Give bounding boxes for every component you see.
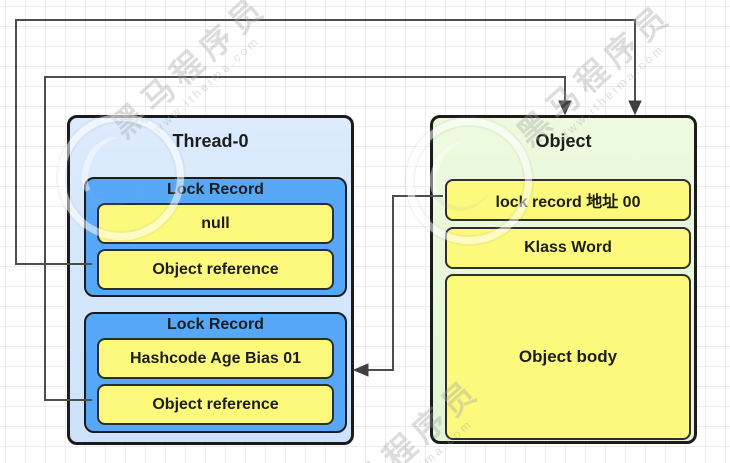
lock-record-2-object-reference-cell: Object reference bbox=[97, 384, 334, 425]
arrowhead-objref2-icon bbox=[558, 100, 572, 116]
lock-record-2-title: Lock Record bbox=[167, 316, 264, 333]
thread-0-box: Thread-0 Lock Record null Object referen… bbox=[67, 115, 354, 445]
lock-record-2-box: Lock Record Hashcode Age Bias 01 Object … bbox=[84, 312, 347, 433]
arrowhead-markword-icon bbox=[352, 363, 369, 377]
object-title: Object bbox=[535, 131, 592, 151]
thread-title: Thread-0 bbox=[172, 131, 249, 151]
lock-record-1-object-reference-cell: Object reference bbox=[97, 249, 334, 290]
lock-record-2-mark-cell: Hashcode Age Bias 01 bbox=[97, 338, 334, 379]
lock-record-1-title: Lock Record bbox=[167, 181, 264, 198]
lock-record-1-mark-cell: null bbox=[97, 203, 334, 244]
object-box: Object lock record 地址 00 Klass Word Obje… bbox=[430, 115, 697, 444]
lock-record-1-box: Lock Record null Object reference bbox=[84, 177, 347, 297]
object-mark-word-cell: lock record 地址 00 bbox=[445, 179, 691, 221]
object-body-cell: Object body bbox=[445, 274, 691, 440]
arrowhead-objref1-icon bbox=[628, 100, 642, 116]
object-klass-word-cell: Klass Word bbox=[445, 227, 691, 269]
